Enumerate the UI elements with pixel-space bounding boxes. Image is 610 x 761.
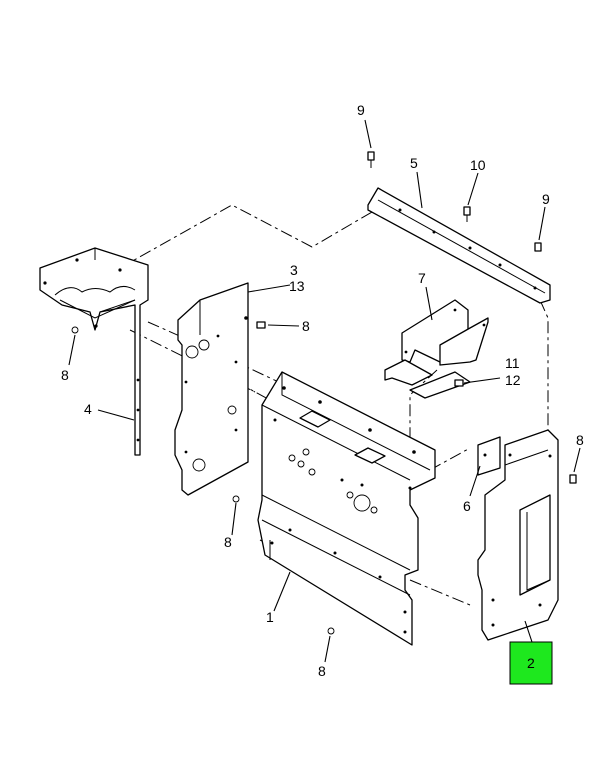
callout-5: 5 [410,155,418,171]
part-3-vertical-plate [174,282,249,496]
part-4-left-bracket [39,247,149,456]
callout-9-right: 9 [542,191,550,207]
callout-9-top: 9 [357,102,365,118]
callout-4: 4 [84,401,92,417]
callout-8-bottom: 8 [318,663,326,679]
callout-labels: 9 5 10 9 3 13 7 8 8 11 12 4 8 6 8 1 8 2 [61,102,584,679]
highlight-box-part-2 [509,641,553,685]
callout-8-plate: 8 [302,318,310,334]
callout-13: 13 [289,278,305,294]
callout-1: 1 [266,609,274,625]
callout-6: 6 [463,498,471,514]
callout-3: 3 [290,262,298,278]
callout-7: 7 [418,270,426,286]
callout-2: 2 [527,655,535,671]
part-5-top-angle [367,187,551,304]
fasteners [71,151,577,635]
part-1-center-panel [257,371,436,646]
leader-lines [68,119,581,663]
callout-8-right: 8 [576,432,584,448]
callout-12: 12 [505,372,521,388]
callout-10: 10 [470,157,486,173]
callout-8-center: 8 [224,534,232,550]
callout-11: 11 [505,355,520,371]
part-2-right-panel [477,429,559,641]
callout-8-left: 8 [61,367,69,383]
part-7-bracket [384,299,489,399]
